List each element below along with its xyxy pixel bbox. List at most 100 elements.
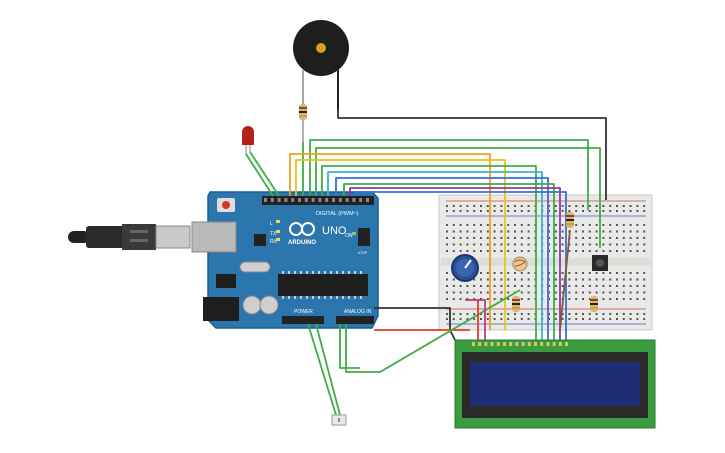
breadboard-hole bbox=[575, 224, 578, 226]
breadboard-hole bbox=[459, 243, 462, 246]
resistor-buzzer[interactable] bbox=[299, 104, 307, 142]
arduino-uno-board[interactable]: ARDUINO UNO DIGITAL (PWM~) ON TX RX L PO… bbox=[191, 191, 379, 329]
breadboard-hole bbox=[507, 272, 510, 274]
breadboard-hole bbox=[588, 272, 591, 274]
breadboard-hole bbox=[466, 313, 469, 315]
piezo-buzzer[interactable] bbox=[293, 20, 349, 110]
digital-header[interactable] bbox=[262, 196, 374, 205]
breadboard-hole bbox=[486, 291, 489, 294]
pushbutton[interactable] bbox=[592, 255, 608, 271]
icsp-label: ICSP bbox=[358, 250, 368, 255]
breadboard-hole bbox=[514, 272, 516, 274]
breadboard-hole bbox=[636, 272, 639, 274]
breadboard-hole bbox=[643, 237, 646, 239]
breadboard-hole bbox=[582, 278, 584, 281]
breadboard-hole bbox=[493, 272, 496, 274]
breadboard-hole bbox=[602, 210, 605, 212]
breadboard-hole bbox=[507, 205, 510, 207]
breadboard-hole bbox=[554, 298, 557, 300]
lcd-16x2[interactable] bbox=[454, 339, 656, 429]
breadboard-hole bbox=[568, 205, 571, 207]
breadboard-hole bbox=[616, 205, 618, 207]
breadboard-hole bbox=[480, 237, 482, 239]
breadboard-hole bbox=[616, 272, 618, 274]
breadboard-hole bbox=[466, 318, 469, 320]
breadboard-hole bbox=[629, 243, 632, 246]
crystal bbox=[239, 261, 271, 273]
breadboard-hole bbox=[554, 205, 557, 207]
breadboard-hole bbox=[480, 243, 482, 246]
breadboard-hole bbox=[561, 313, 564, 315]
lcd-pin bbox=[546, 342, 550, 346]
breadboard-hole bbox=[527, 285, 530, 287]
breadboard-hole bbox=[548, 313, 550, 315]
breadboard-hole bbox=[527, 237, 530, 239]
breadboard-hole bbox=[643, 285, 646, 287]
breadboard-hole bbox=[595, 210, 598, 212]
breadboard-hole bbox=[466, 250, 469, 252]
breadboard-hole bbox=[514, 250, 516, 252]
breadboard-hole bbox=[629, 285, 632, 287]
photoresistor[interactable] bbox=[512, 256, 528, 272]
breadboard-hole bbox=[575, 237, 578, 239]
breadboard-hole bbox=[554, 224, 557, 226]
breadboard-hole bbox=[622, 230, 625, 233]
breadboard-hole bbox=[609, 205, 612, 207]
breadboard-hole bbox=[568, 272, 571, 274]
power-header[interactable] bbox=[282, 316, 324, 324]
breadboard-hole bbox=[582, 237, 584, 239]
breadboard-hole bbox=[595, 205, 598, 207]
breadboard-hole bbox=[582, 313, 584, 315]
breadboard-hole bbox=[629, 318, 632, 320]
breadboard-hole bbox=[527, 205, 530, 207]
breadboard-hole bbox=[629, 205, 632, 207]
breadboard-hole bbox=[575, 298, 578, 300]
breadboard-hole bbox=[486, 224, 489, 226]
temperature-sensor[interactable] bbox=[331, 414, 347, 426]
breadboard-hole bbox=[616, 210, 618, 212]
usb-cable[interactable] bbox=[68, 224, 191, 250]
resistor-photocell[interactable] bbox=[566, 212, 574, 228]
breadboard-hole bbox=[609, 278, 612, 281]
resistor-button[interactable] bbox=[590, 296, 598, 312]
breadboard-hole bbox=[588, 250, 591, 252]
breadboard-hole bbox=[480, 291, 482, 294]
breadboard-hole bbox=[595, 224, 598, 226]
breadboard-hole bbox=[554, 272, 557, 274]
breadboard-hole bbox=[446, 205, 448, 207]
capacitor bbox=[242, 295, 262, 315]
breadboard-hole bbox=[629, 291, 632, 294]
header-pin bbox=[311, 198, 315, 202]
breadboard-hole bbox=[561, 291, 564, 294]
reset-button-cap[interactable] bbox=[222, 201, 230, 209]
breadboard-hole bbox=[609, 285, 612, 287]
breadboard-hole bbox=[452, 237, 455, 239]
breadboard-hole bbox=[514, 285, 516, 287]
breadboard-hole bbox=[588, 285, 591, 287]
breadboard-hole bbox=[500, 278, 503, 281]
breadboard-hole bbox=[629, 298, 632, 300]
breadboard-hole bbox=[480, 272, 482, 274]
breadboard-hole bbox=[554, 313, 557, 315]
breadboard-hole bbox=[616, 237, 618, 239]
breadboard-hole bbox=[575, 230, 578, 233]
resistor-lcd[interactable] bbox=[512, 296, 520, 312]
breadboard-hole bbox=[561, 278, 564, 281]
lcd-pin bbox=[521, 342, 525, 346]
breadboard-hole bbox=[452, 250, 455, 252]
breadboard-hole bbox=[473, 237, 476, 239]
breadboard-hole bbox=[486, 298, 489, 300]
breadboard-hole bbox=[622, 291, 625, 294]
breadboard-hole bbox=[548, 278, 550, 281]
breadboard-hole bbox=[446, 230, 448, 233]
brand-label: ARDUINO bbox=[288, 240, 316, 246]
potentiometer[interactable] bbox=[451, 254, 479, 282]
breadboard-hole bbox=[629, 237, 632, 239]
chip-leg bbox=[354, 271, 356, 274]
breadboard-hole bbox=[459, 285, 462, 287]
analog-header[interactable] bbox=[336, 316, 374, 324]
red-led[interactable] bbox=[242, 126, 254, 154]
breadboard-hole bbox=[459, 318, 462, 320]
breadboard-hole bbox=[452, 230, 455, 233]
